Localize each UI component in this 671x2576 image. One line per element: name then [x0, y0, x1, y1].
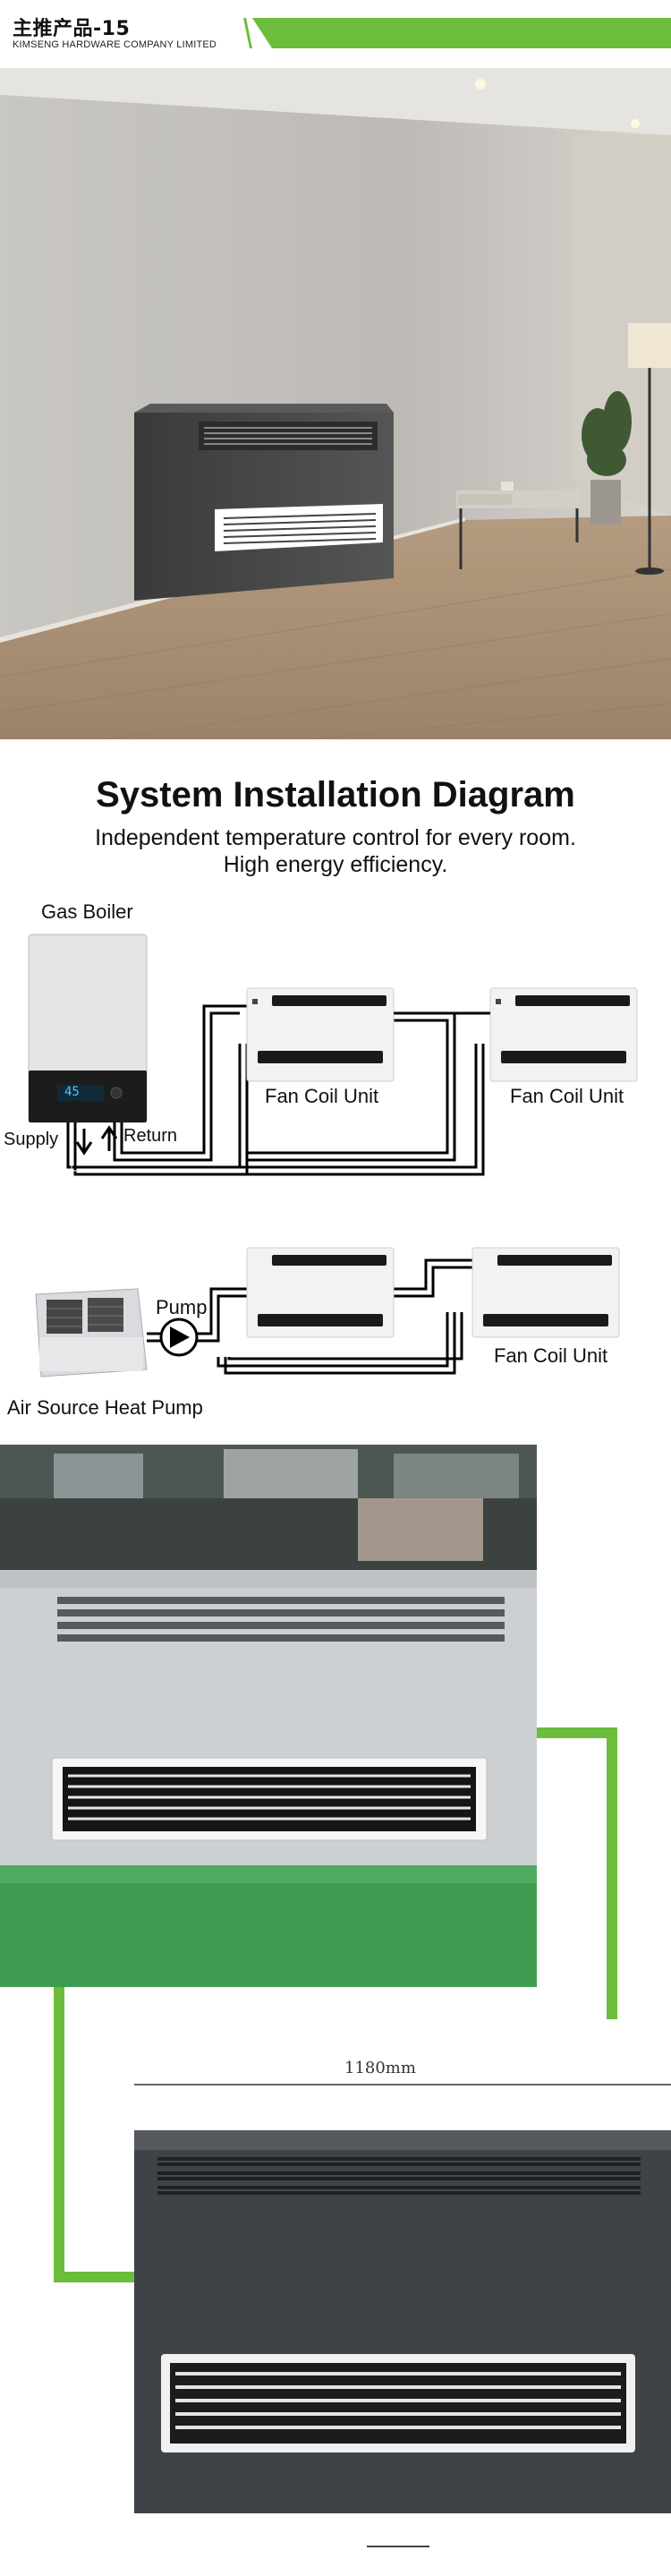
width-dimension-label: 1180mm — [344, 2059, 416, 2077]
green-frame-line-right — [607, 1727, 617, 2019]
green-frame-line-top — [537, 1727, 617, 1738]
dimension-photo: 1180mm — [0, 1987, 671, 2576]
heat-pump-label: Air Source Heat Pump — [7, 1396, 203, 1419]
supply-label: Supply — [4, 1130, 59, 1149]
return-label: Return — [123, 1126, 178, 1146]
closeup-illustration — [0, 1445, 537, 1987]
installation-diagram: System Installation Diagram Independent … — [0, 739, 671, 1445]
unit-front-illustration — [134, 2130, 671, 2513]
factory-closeup-photo — [0, 1445, 537, 1987]
gas-boiler-icon — [28, 934, 148, 1123]
diagram-graphics — [28, 934, 638, 1378]
pump-icon — [159, 1318, 199, 1357]
fan-coil-unit-3-icon — [246, 1247, 395, 1338]
green-frame-line-bottom — [54, 2272, 134, 2282]
diagram-subtitle-line2: High energy efficiency. — [223, 852, 448, 877]
header-accent-bar — [252, 18, 671, 48]
fan-coil-label-1: Fan Coil Unit — [265, 1085, 379, 1107]
room-illustration — [0, 68, 671, 739]
fan-coil-unit-4-icon — [471, 1247, 620, 1338]
fan-coil-label-2: Fan Coil Unit — [510, 1085, 624, 1107]
diagram-title: System Installation Diagram — [96, 775, 575, 815]
company-name: KIMSENG HARDWARE COMPANY LIMITED — [13, 39, 217, 50]
diagram-subtitle-line1: Independent temperature control for ever… — [95, 825, 576, 850]
page-header: 主推产品-15 KIMSENG HARDWARE COMPANY LIMITED — [0, 0, 671, 61]
hero-room-image — [0, 68, 671, 739]
boiler-display-reading: 45 — [64, 1085, 80, 1099]
fan-coil-unit-1-icon — [246, 987, 395, 1082]
green-frame-line-left — [54, 1987, 64, 2282]
dimension-line — [134, 2084, 671, 2086]
air-source-heat-pump-icon — [35, 1288, 148, 1378]
gas-boiler-label: Gas Boiler — [41, 900, 133, 923]
product-title: 主推产品-15 — [13, 18, 131, 40]
fan-coil-unit-2-icon — [489, 987, 638, 1082]
pump-label: Pump — [156, 1296, 208, 1318]
bottom-rule — [367, 2546, 429, 2547]
fan-coil-label-3: Fan Coil Unit — [494, 1344, 608, 1367]
header-accent-slash — [243, 18, 252, 48]
